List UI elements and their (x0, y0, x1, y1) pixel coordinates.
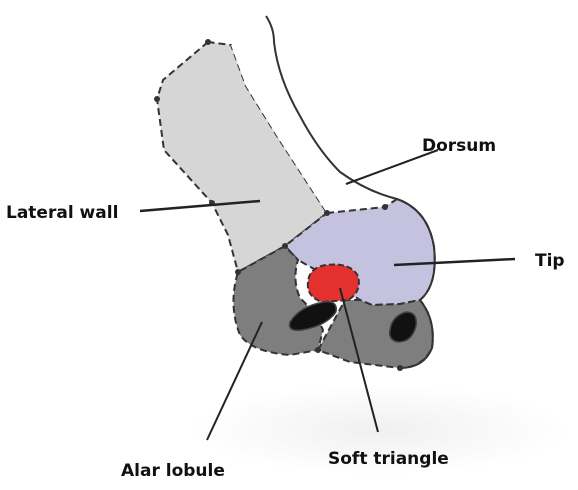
nose-profile-line (265, 15, 436, 369)
dorsum-region (231, 38, 395, 213)
floor-shadow (190, 385, 570, 475)
left-nostril (288, 300, 337, 332)
right-nostril (388, 311, 418, 343)
dorsum-label: Dorsum (422, 136, 497, 156)
soft-triangle-leader-line (339, 287, 379, 433)
lateral-wall-label: Lateral wall (6, 203, 119, 223)
soft-triangle-region (306, 263, 360, 304)
outline-vertices (154, 39, 403, 371)
alar-lobule-label: Alar lobule (121, 461, 225, 481)
lateral-wall-leader-line (139, 199, 261, 213)
dorsum-leader-line (345, 149, 439, 185)
alar-lobule-leader-line (206, 321, 263, 441)
soft-triangle-label: Soft triangle (328, 449, 449, 469)
tip-label: Tip (535, 251, 565, 271)
tip-leader-line (393, 257, 516, 267)
